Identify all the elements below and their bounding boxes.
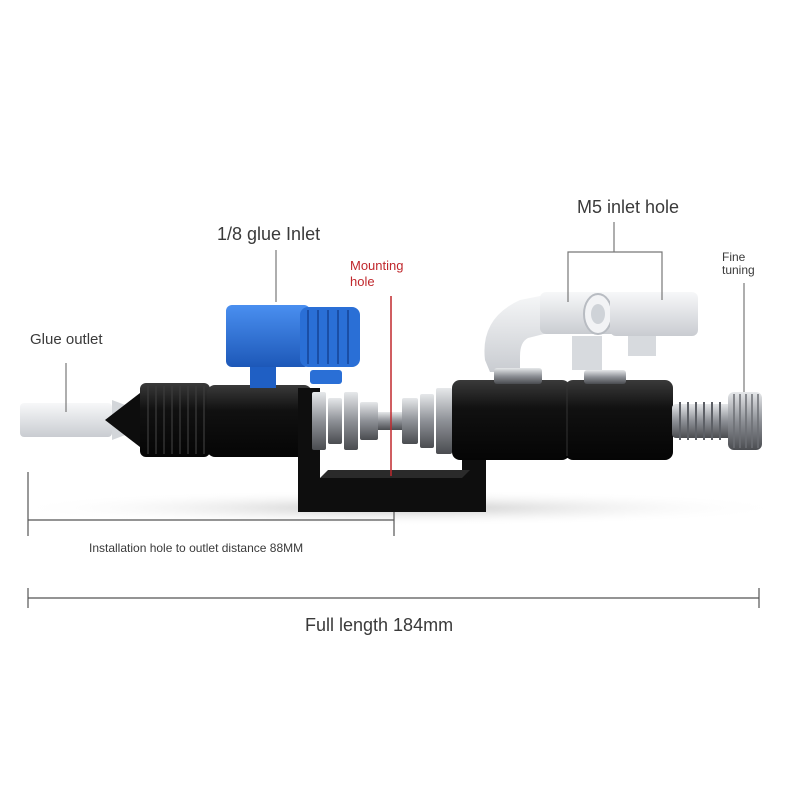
center-rod [378, 412, 408, 430]
fine-tuning-label-line2: tuning [722, 263, 755, 277]
mounting-hole-label-line2: hole [350, 274, 375, 289]
left-valve-body [207, 385, 312, 457]
blue-inlet-fitting [226, 305, 360, 388]
fine-tuning-label: Fine tuning [722, 251, 782, 277]
mounting-bracket [298, 388, 486, 512]
mounting-hole-label-line1: Mounting [350, 258, 404, 273]
m5-inlet-label: M5 inlet hole [577, 197, 680, 217]
full-length-dimension-line [27, 588, 760, 608]
m5-inlet-fittings [484, 292, 698, 384]
installation-dimension-line [27, 472, 395, 536]
right-nut-stack [402, 388, 452, 454]
left-nut-stack [312, 392, 378, 450]
fine-tuning-knob [672, 392, 762, 450]
right-valve-body [452, 380, 673, 460]
installation-distance-label: Installation hole to outlet distance 88M… [89, 541, 304, 555]
mounting-hole-label: Mounting hole [350, 258, 430, 290]
fine-tuning-label-line1: Fine [722, 250, 746, 264]
glue-inlet-label: 1/8 glue Inlet [217, 224, 321, 244]
m5-inlet-leader [567, 222, 663, 302]
glue-outlet-label: Glue outlet [30, 331, 103, 348]
full-length-label: Full length 184mm [305, 615, 454, 635]
outlet-nut [105, 383, 210, 457]
